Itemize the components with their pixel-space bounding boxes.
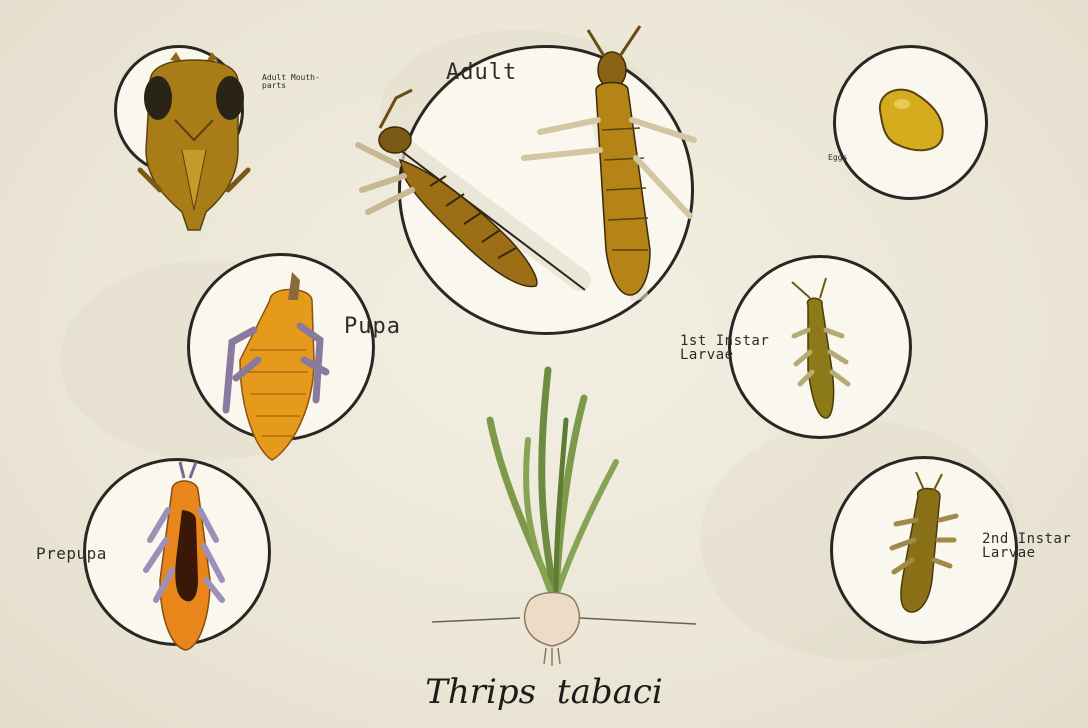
eggs-label: Eggs	[828, 154, 847, 162]
adult-label: Adult	[446, 62, 517, 84]
prepupa-label: Prepupa	[36, 546, 107, 562]
instar2-label: 2nd Instar Larvae	[982, 532, 1071, 560]
mouthparts-label: Adult Mouth- parts	[262, 74, 320, 90]
instar1-label: 1st Instar Larvae	[680, 334, 769, 362]
species-title: Thrips tabaci	[0, 672, 1088, 712]
pupa-label: Pupa	[344, 316, 401, 338]
